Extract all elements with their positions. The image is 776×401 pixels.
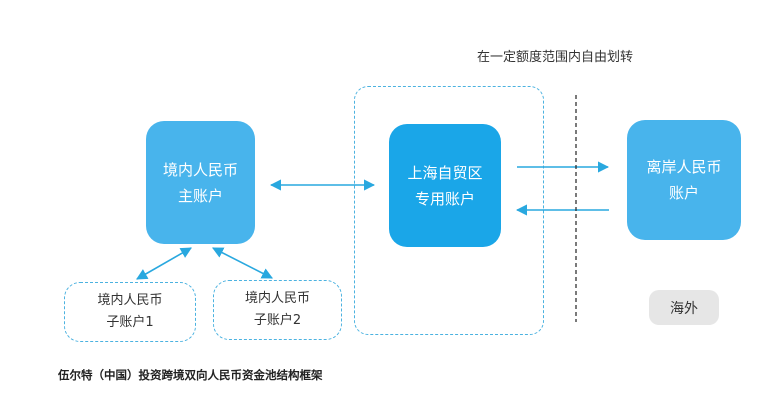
offshore-account-line1: 离岸人民币 bbox=[646, 158, 722, 176]
overseas-tag: 海外 bbox=[649, 290, 719, 325]
ftz-special-account-node: 上海自贸区 专用账户 bbox=[389, 124, 501, 247]
sub-account-2-line2: 子账户2 bbox=[253, 313, 302, 328]
sub-account-2-line1: 境内人民币 bbox=[244, 291, 310, 306]
domestic-main-account-line2: 主账户 bbox=[177, 186, 223, 205]
sub-account-1-line1: 境内人民币 bbox=[97, 293, 163, 308]
offshore-account-line2: 账户 bbox=[668, 184, 699, 202]
transfer-note: 在一定额度范围内自由划转 bbox=[477, 50, 634, 65]
main-sub2-bidirectional-arrow bbox=[212, 247, 273, 279]
overseas-label: 海外 bbox=[670, 300, 698, 317]
ftz-special-account-line2: 专用账户 bbox=[414, 189, 475, 208]
sub-account-1-node: 境内人民币 子账户1 bbox=[64, 282, 196, 342]
sub-account-2-node: 境内人民币 子账户2 bbox=[213, 280, 342, 340]
ftz-special-account-line1: 上海自贸区 bbox=[407, 163, 483, 182]
domestic-main-account-line1: 境内人民币 bbox=[162, 160, 238, 179]
domestic-main-account-node: 境内人民币 主账户 bbox=[146, 121, 255, 244]
diagram-caption: 伍尔特（中国）投资跨境双向人民币资金池结构框架 bbox=[58, 368, 323, 382]
offshore-account-node: 离岸人民币 账户 bbox=[627, 120, 741, 240]
sub-account-1-line2: 子账户1 bbox=[106, 315, 154, 330]
main-sub1-bidirectional-arrow bbox=[136, 247, 192, 280]
